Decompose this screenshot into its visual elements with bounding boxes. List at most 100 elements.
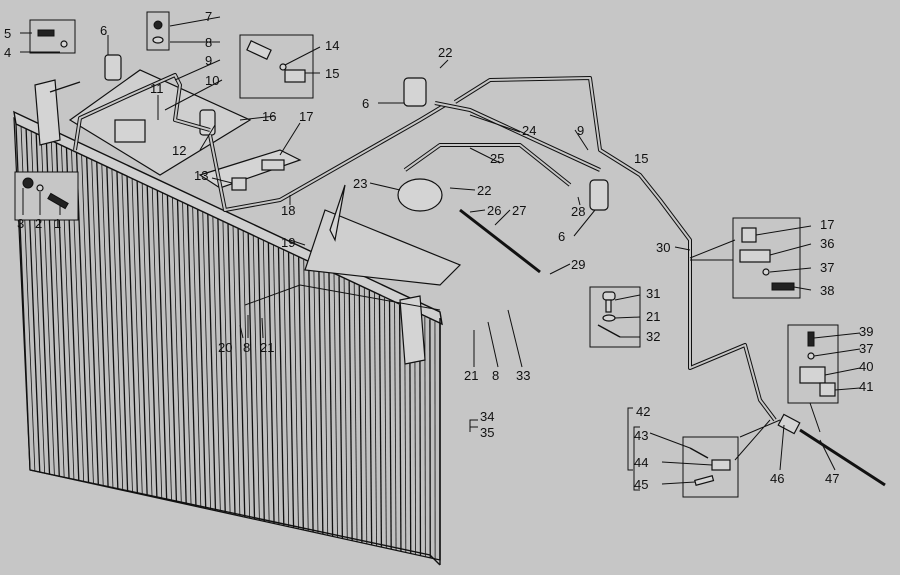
callout: 16: [262, 109, 276, 124]
radiator-fin: [126, 176, 139, 494]
solenoid-valve-6c: [589, 179, 609, 211]
radiator-fin: [131, 178, 143, 495]
callout: 46: [770, 471, 784, 486]
callout: 4: [4, 45, 11, 60]
radiator-fin: [298, 257, 304, 531]
radiator-fin: [252, 235, 260, 521]
radiator-fin: [293, 254, 299, 529]
radiator-fin: [141, 183, 153, 497]
control-plate: [68, 54, 447, 212]
radiator-fin: [75, 152, 90, 483]
radiator-fin: [384, 297, 387, 549]
callout: 33: [516, 368, 530, 383]
radiator-fin: [202, 212, 211, 510]
radiator-fin: [388, 300, 392, 550]
radiator-fin: [111, 169, 124, 491]
radiator-fin: [257, 238, 265, 522]
bracket-19: [304, 184, 462, 286]
cylinder-23: [397, 178, 443, 212]
radiator-fin: [207, 214, 217, 511]
radiator-fin: [348, 281, 353, 541]
radiator-fin: [323, 269, 329, 536]
radiator-fin: [186, 204, 197, 507]
callout: 23: [353, 176, 367, 191]
radiator: [13, 79, 443, 566]
radiator-fin: [101, 164, 114, 489]
callout: 14: [325, 38, 339, 53]
callout: 44: [634, 455, 648, 470]
callout: 17: [299, 109, 313, 124]
detail-box-bolt-4-5: [29, 19, 76, 54]
radiator-fin: [318, 266, 324, 535]
callout: 7: [205, 9, 212, 24]
radiator-fin: [232, 226, 241, 517]
solenoid-valve-6: [104, 54, 122, 81]
radiator-fin: [192, 207, 202, 508]
callout: 30: [656, 240, 670, 255]
callout: 8: [205, 35, 212, 50]
radiator-fin: [277, 247, 285, 526]
radiator-fin: [394, 302, 397, 551]
detail-box-14-15: [239, 34, 314, 99]
radiator-fin: [121, 173, 133, 493]
callout: 9: [577, 123, 584, 138]
radiator-fin: [283, 250, 290, 527]
radiator-fin: [217, 219, 226, 513]
radiator-fin: [328, 271, 334, 537]
radiator-fin: [91, 159, 104, 487]
radiator-fin: [242, 231, 251, 519]
callout: 41: [859, 379, 873, 394]
callout: 24: [522, 123, 536, 138]
radiator-fin: [136, 181, 148, 496]
radiator-fin: [96, 162, 109, 488]
callout: 9: [205, 53, 212, 68]
callout-labels: 5 4 6 7 8 9 10 11 14 15 16 17 12 13 3 2 …: [4, 9, 873, 492]
radiator-fin: [287, 252, 295, 528]
callout: 37: [820, 260, 834, 275]
radiator-fin: [197, 209, 207, 509]
callout: 26: [487, 203, 501, 218]
detail-box-17-38: [732, 217, 801, 299]
radiator-fin: [343, 278, 348, 540]
radiator-fin: [151, 188, 163, 499]
radiator-fin: [308, 262, 314, 533]
radiator-fin: [176, 200, 187, 505]
radiator-fin: [247, 233, 256, 520]
callout: 19: [281, 235, 295, 250]
radiator-fin: [368, 290, 373, 546]
radiator-fin: [227, 223, 236, 516]
callout: 17: [820, 217, 834, 232]
callout: 15: [634, 151, 648, 166]
radiator-fin: [363, 288, 368, 544]
cylinder-12: [114, 119, 146, 143]
radiator-fin: [182, 202, 192, 506]
solenoid-valve-6b: [403, 77, 427, 107]
callout: 37: [859, 341, 873, 356]
radiator-fin: [86, 157, 99, 486]
radiator-fin: [237, 228, 246, 518]
radiator-fin: [313, 264, 319, 534]
callout: 5: [4, 26, 11, 41]
callout: 6: [362, 96, 369, 111]
callout: 6: [558, 229, 565, 244]
callout: 8: [243, 340, 250, 355]
callout: 11: [150, 81, 164, 96]
callout: 10: [205, 73, 219, 88]
radiator-fin: [161, 193, 172, 502]
detail-box-7-8: [146, 11, 170, 51]
callout: 25: [490, 151, 504, 166]
callout: 31: [646, 286, 660, 301]
callout: 12: [172, 143, 186, 158]
radiator-fin: [353, 283, 358, 542]
radiator-fin: [378, 295, 383, 548]
callout: 38: [820, 283, 834, 298]
callout: 18: [281, 203, 295, 218]
callout: 15: [325, 66, 339, 81]
detail-box-43-45: [682, 436, 739, 498]
callout: 45: [634, 477, 648, 492]
callout: 3: [17, 216, 24, 231]
callout: 22: [438, 45, 452, 60]
radiator-fin: [373, 293, 377, 547]
radiator-fin: [333, 273, 338, 538]
